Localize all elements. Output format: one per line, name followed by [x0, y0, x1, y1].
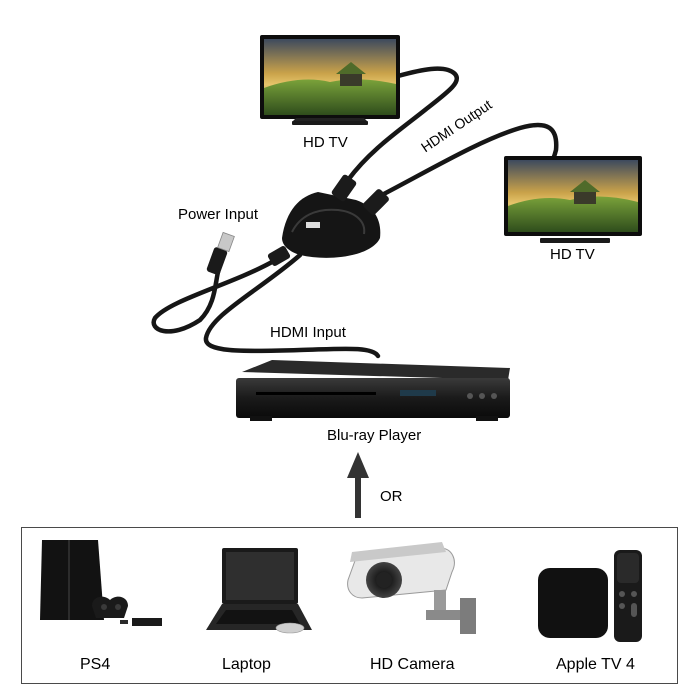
label-hdmi-input: HDMI Input: [270, 324, 346, 341]
hdmi-splitter: [267, 174, 389, 266]
cctv-camera-icon: [347, 542, 476, 634]
label-source-ps4: PS4: [80, 656, 111, 673]
bluray-player: [236, 360, 510, 421]
label-hd-tv-right: HD TV: [550, 246, 595, 263]
label-source-laptop: Laptop: [222, 656, 271, 673]
label-bluray-player: Blu-ray Player: [327, 427, 422, 444]
apple-tv-icon: [538, 550, 642, 642]
label-power-input: Power Input: [178, 206, 259, 223]
label-hd-tv-top: HD TV: [303, 134, 348, 151]
hdmi-cable-top-tv: [345, 66, 459, 183]
arrow-up-icon: [347, 452, 369, 518]
laptop-icon: [206, 548, 312, 634]
hd-tv-top: [260, 35, 400, 125]
hdmi-cable-input: [203, 252, 381, 359]
label-source-apple-tv: Apple TV 4: [556, 656, 635, 673]
power-cable: [151, 259, 275, 334]
hd-tv-right: [504, 156, 642, 243]
label-source-hd-camera: HD Camera: [370, 656, 455, 673]
source-devices-panel: [21, 527, 678, 684]
usb-plug-icon: [206, 231, 235, 275]
label-or: OR: [380, 488, 403, 505]
ps4-console-icon: [40, 540, 162, 626]
